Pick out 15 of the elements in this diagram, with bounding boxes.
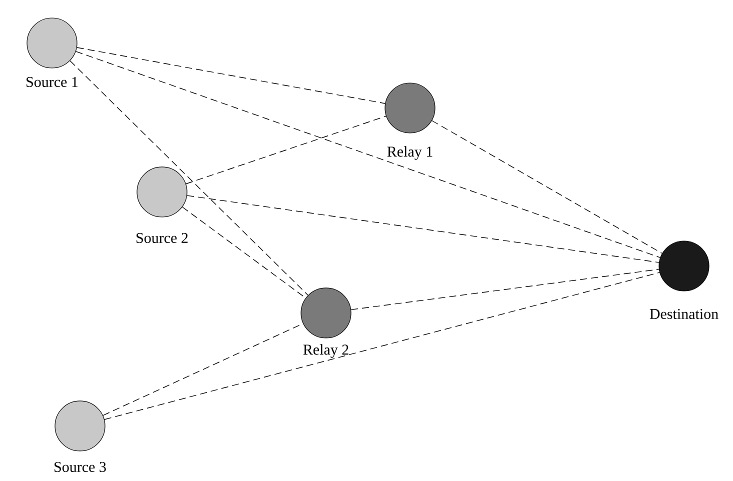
dashed-line <box>432 120 662 254</box>
node-label: Destination <box>650 308 718 320</box>
node-label: Relay 2 <box>303 344 348 358</box>
node-label: Source 2 <box>136 232 188 244</box>
dashed-line <box>182 206 306 298</box>
dashed-line <box>104 272 660 420</box>
dashed-line <box>70 60 308 296</box>
dashed-line <box>76 51 660 258</box>
node-label: Relay 1 <box>387 146 432 160</box>
dashed-line <box>76 47 386 104</box>
dashed-line <box>186 195 660 263</box>
dashed-line <box>186 116 386 184</box>
dashed-line <box>350 268 660 310</box>
node-label: Source 3 <box>54 462 106 472</box>
node-label: Source 1 <box>26 76 78 88</box>
